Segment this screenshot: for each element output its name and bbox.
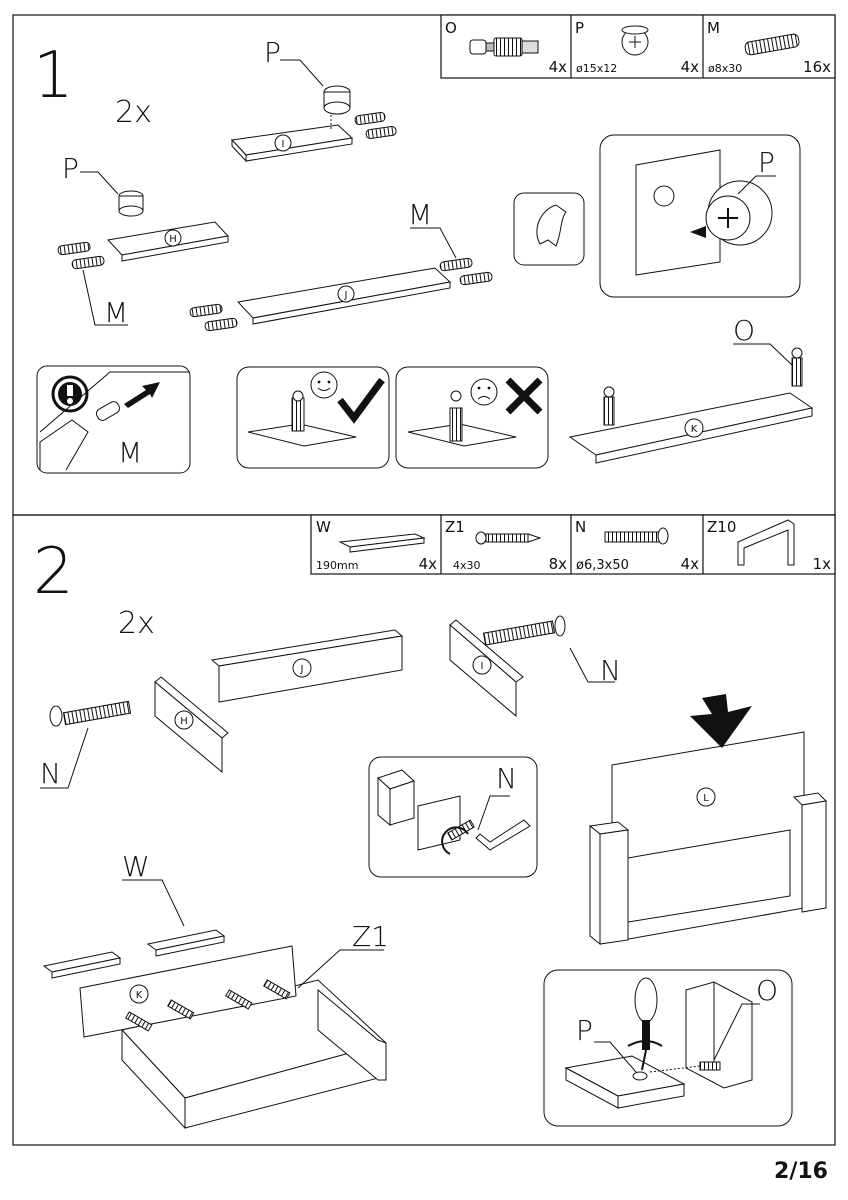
warning-box: M <box>36 365 191 474</box>
part-cell-n: N ø6,3x50 4x <box>575 518 699 573</box>
allen-key-detail-box: N <box>368 756 538 878</box>
dowel-icon <box>354 111 397 140</box>
part-qty-m: 16x <box>803 58 831 76</box>
part-qty-z1: 8x <box>549 555 568 573</box>
panel-label-j2: J <box>300 664 304 675</box>
dowel-icon <box>744 33 800 56</box>
panel-label-j: J <box>344 290 348 301</box>
cam-lock-icon <box>118 190 144 217</box>
callout-n-detail: N <box>496 762 517 795</box>
callout-m-right: M <box>408 198 432 231</box>
part-code-p: P <box>575 19 584 37</box>
page-number: 2/16 <box>774 1159 828 1184</box>
callout-o-bottom: O <box>756 974 778 1007</box>
part-qty-p: 4x <box>681 58 700 76</box>
part-size-m: ø8x30 <box>708 62 742 75</box>
push-down-arrow-icon <box>690 694 752 748</box>
cam-lock-icon <box>621 25 649 56</box>
connector-screw-icon <box>49 615 566 727</box>
part-qty-n: 4x <box>681 555 700 573</box>
part-cell-w: W 190mm 4x <box>316 518 437 573</box>
callout-p-top: P <box>264 36 281 69</box>
callout-n-right: N <box>600 654 621 687</box>
part-cell-z1: Z1 4x30 8x <box>445 518 567 573</box>
part-code-w: W <box>316 518 331 536</box>
step-2-parts-table: W 190mm 4x Z1 4x30 8x N ø6,3x50 4x <box>310 514 836 575</box>
screwdriver-icon <box>634 977 658 1071</box>
step-2-quantity: 2x <box>118 606 155 641</box>
smiley-icon <box>310 371 338 399</box>
part-cell-p: P ø15x12 4x <box>575 19 699 76</box>
part-size-n: ø6,3x50 <box>576 558 629 573</box>
panel-j-step1: J <box>237 267 452 325</box>
part-code-z10: Z10 <box>707 518 736 536</box>
panel-k-step1: K <box>568 392 814 464</box>
step-1-number: 1 <box>33 39 74 113</box>
cam-bolt-icon <box>603 347 803 426</box>
dowel-icon <box>189 257 493 332</box>
part-qty-z10: 1x <box>813 555 832 573</box>
panel-h-step1: H <box>106 221 229 262</box>
callout-n-left: N <box>40 757 61 790</box>
cam-bolt-icon <box>469 37 539 57</box>
frown-icon <box>470 378 498 406</box>
part-size-w: 190mm <box>316 559 358 572</box>
connector-screw-icon <box>604 527 669 545</box>
dowel-icon <box>57 241 105 270</box>
incorrect-install-box <box>395 366 549 469</box>
screw-icon <box>475 531 542 545</box>
panel-j-step2: J <box>210 629 404 703</box>
panel-i-step2: I <box>449 619 524 718</box>
correct-install-box <box>236 366 390 469</box>
part-qty-w: 4x <box>419 555 438 573</box>
panel-label-h2: H <box>180 716 188 727</box>
callout-p-detail: P <box>758 146 775 179</box>
callout-m-warning: M <box>118 436 142 469</box>
callout-z1: Z1 <box>352 920 389 953</box>
drawer-assembly: K <box>42 929 387 1130</box>
callout-p-bottom: P <box>576 1014 593 1047</box>
part-cell-m: M ø8x30 16x <box>707 19 831 76</box>
cross-icon <box>505 377 543 415</box>
panel-l-assembly: L <box>588 694 828 946</box>
callout-m-left: M <box>104 296 128 329</box>
part-code-o: O <box>445 19 457 37</box>
cam-lock-icon <box>323 85 351 115</box>
panel-label-k: K <box>691 424 698 435</box>
part-cell-o: O 4x <box>445 19 567 76</box>
panel-h-step2: H <box>154 676 229 774</box>
panel-i-step1: I <box>230 124 354 163</box>
panel-label-i2: I <box>481 661 484 672</box>
panel-label-k2: K <box>136 990 143 1001</box>
part-code-n: N <box>575 518 586 536</box>
part-code-m: M <box>707 19 720 37</box>
callout-w: W <box>122 850 150 883</box>
step-2-number: 2 <box>33 535 74 609</box>
part-size-z1: 4x30 <box>453 559 481 572</box>
step-1-quantity: 2x <box>115 95 152 130</box>
part-qty-o: 4x <box>549 58 568 76</box>
part-cell-z10: Z10 1x <box>707 518 831 573</box>
callout-o: O <box>733 314 755 347</box>
checkmark-icon <box>337 377 385 424</box>
part-size-p: ø15x12 <box>576 62 617 75</box>
allen-key-icon <box>737 519 795 566</box>
arrow-icon <box>124 382 160 408</box>
panel-label-h: H <box>169 234 177 245</box>
screwdriver-detail-box: P O <box>543 969 793 1127</box>
screw-icon <box>125 979 291 1032</box>
step-1-parts-table: O 4x P ø15x12 4x M ø8x30 16x <box>440 14 836 79</box>
panel-label-i: I <box>282 139 285 150</box>
hand-detail-box <box>513 192 585 266</box>
part-code-z1: Z1 <box>445 518 465 536</box>
callout-p-left: P <box>62 152 79 185</box>
panel-label-l: L <box>703 793 709 804</box>
cam-lock-detail-box: P <box>599 134 801 298</box>
